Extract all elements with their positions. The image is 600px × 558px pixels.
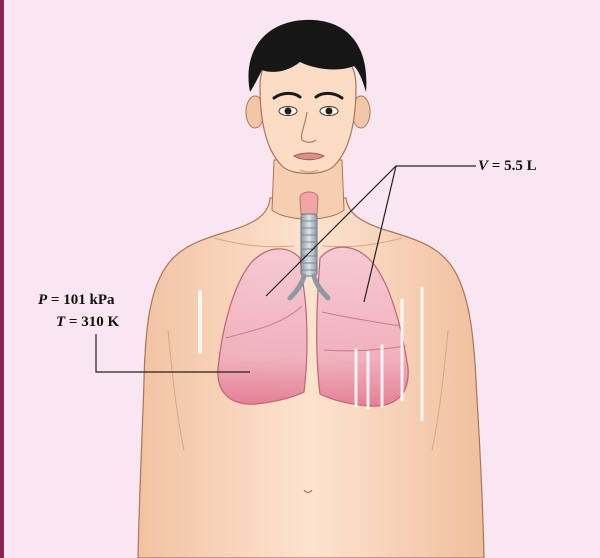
illustration [4, 0, 600, 558]
pressure-label: P = 101 kPa [38, 292, 115, 309]
larynx [300, 192, 318, 214]
trachea [301, 214, 317, 276]
pupil-right [326, 108, 333, 115]
volume-label: V = 5.5 L [478, 158, 537, 175]
pupil-left [285, 108, 292, 115]
temperature-label: T = 310 K [56, 314, 119, 331]
